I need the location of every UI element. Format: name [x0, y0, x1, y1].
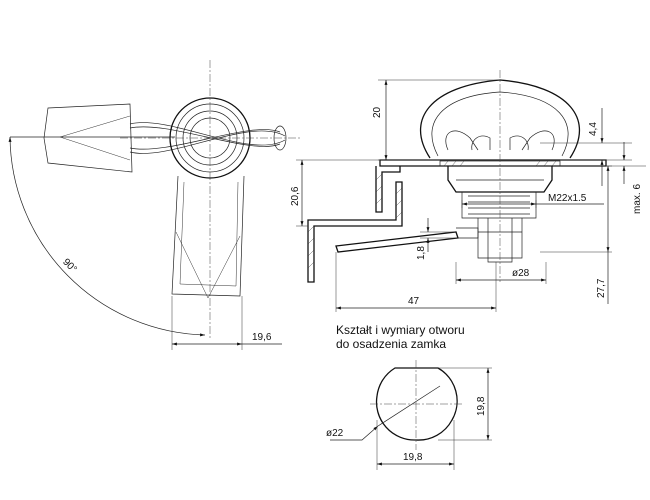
cam-thickness-label: 1,8 [416, 246, 427, 260]
offset-height-label: 20,6 [290, 186, 301, 206]
flange-diameter-label: ø28 [512, 268, 530, 279]
lock-side-view [307, 70, 607, 283]
hole-width-dimension: 19,8 [376, 420, 455, 470]
panel-thickness-dimension: max. 6 [606, 142, 646, 214]
depth-dimension: 4,4 [540, 108, 632, 186]
handle-height-dimension: 20 [372, 79, 500, 161]
cam-length-dimension: 47 [335, 252, 497, 312]
caption-line-1: Kształt i wymiary otworu [336, 323, 465, 337]
depth-label: 4,4 [588, 122, 599, 136]
thread-dimension: M22x1.5 [461, 193, 604, 208]
hole-height-dimension: 19,8 [438, 367, 492, 441]
handle-height-label: 20 [372, 106, 383, 118]
left-width-label: 19,6 [252, 332, 272, 343]
hole-height-label: 19,8 [476, 396, 487, 416]
thread-label: M22x1.5 [548, 193, 587, 204]
hole-shape [370, 360, 462, 450]
cam-thickness-dimension: 1,8 [416, 218, 456, 260]
flange-diameter-dimension: ø28 [455, 262, 547, 284]
hole-width-label: 19,8 [403, 452, 423, 463]
panel-thickness-label: max. 6 [632, 184, 643, 214]
offset-height-dimension: 20,6 [290, 159, 380, 227]
caption-line-2: do osadzenia zamka [336, 337, 446, 351]
hole-diameter-label: ø22 [326, 428, 344, 439]
left-width-dimension: 19,6 [171, 296, 282, 350]
angle-dimension: 90° [8, 136, 206, 337]
total-height-label: 27,7 [596, 278, 607, 298]
hole-diameter-dimension: ø22 [326, 425, 379, 441]
total-height-dimension: 27,7 [540, 165, 612, 304]
angle-label: 90° [60, 257, 78, 275]
cam-length-label: 47 [408, 296, 420, 307]
